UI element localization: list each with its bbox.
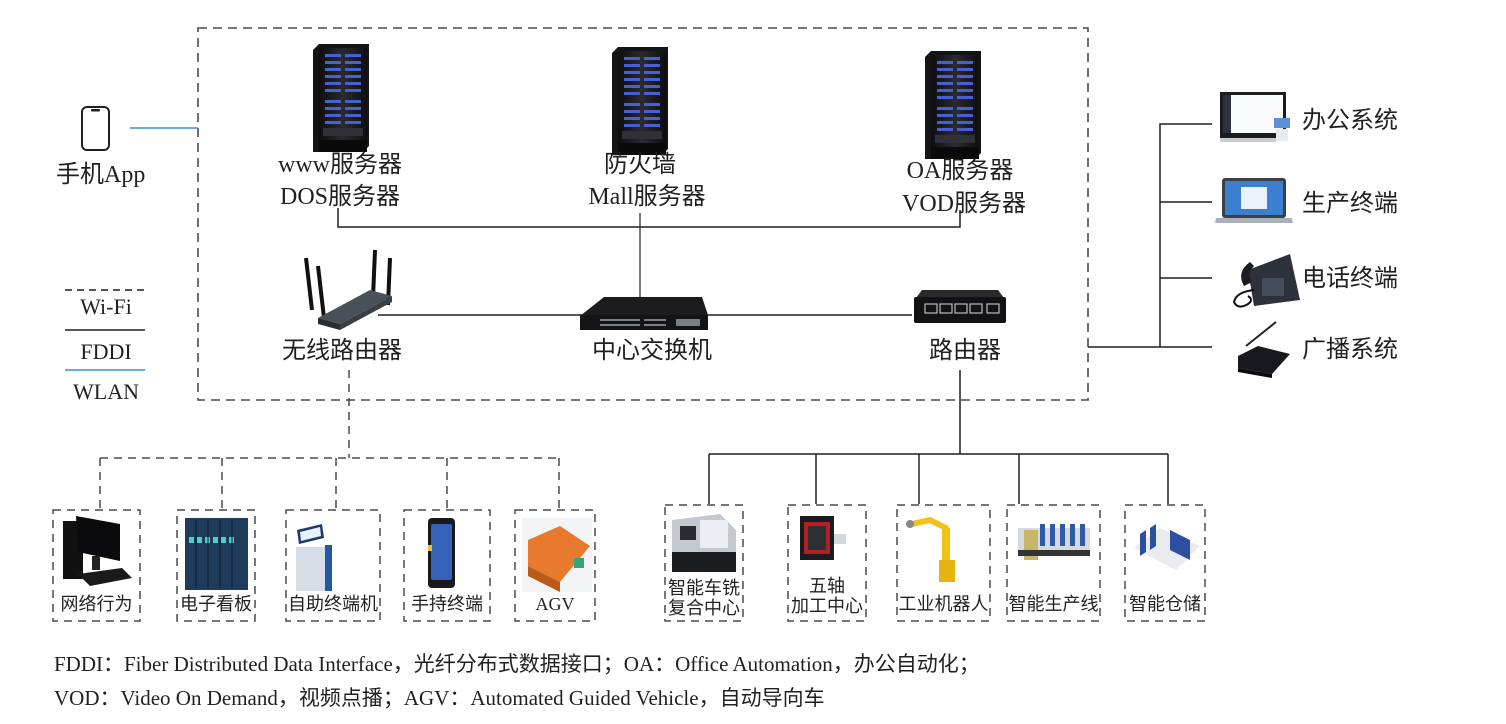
handheld-terminal-icon: [428, 518, 455, 588]
device-label-cnc-2: 复合中心: [668, 598, 740, 618]
office-monitor-icon: [1220, 92, 1290, 142]
server-web-label-1: www服务器: [278, 152, 402, 178]
desk-phone-icon: [1232, 254, 1300, 308]
fddi-tree-lines: [708, 370, 1169, 504]
device-label-e-board: 电子看板: [180, 594, 252, 614]
server-vod-label-2: VOD服务器: [902, 191, 1026, 217]
server-oa-label-1: OA服务器: [906, 158, 1014, 184]
wireless-router-icon: [304, 249, 392, 330]
device-label-five-axis-1: 五轴: [809, 576, 845, 596]
production-terminal-label: 生产终端: [1302, 191, 1398, 217]
server-web-label-2: DOS服务器: [279, 184, 400, 210]
five-axis-machine-icon: [800, 516, 846, 560]
footnote-line-1: FDDI：Fiber Distributed Data Interface，光纤…: [54, 652, 980, 676]
kiosk-icon: [296, 524, 332, 591]
broadcast-system-label: 广播系统: [1302, 337, 1398, 363]
phone-terminal-label: 电话终端: [1302, 266, 1398, 292]
legend-wifi-label: Wi-Fi: [80, 294, 132, 319]
server-rack-icon: [925, 51, 981, 159]
wifi-tree-lines: [99, 370, 560, 508]
device-label-five-axis-2: 加工中心: [791, 596, 863, 616]
network-switch-icon: [580, 297, 708, 330]
warehouse-icon: [1134, 524, 1200, 570]
device-label-production-line: 智能生产线: [1008, 594, 1099, 614]
smartphone-icon: [81, 106, 110, 151]
wireless-router-label: 无线路由器: [282, 338, 402, 364]
wireless-device-boxes: [52, 509, 596, 622]
server-rack-icon: [612, 47, 668, 155]
cnc-lathe-icon: [672, 514, 736, 572]
device-label-agv: AGV: [535, 594, 575, 614]
device-label-cnc-1: 智能车铣: [668, 578, 740, 598]
core-switch-label: 中心交换机: [592, 338, 712, 364]
office-system-label: 办公系统: [1302, 108, 1398, 134]
footnote-line-2: VOD：Video On Demand，视频点播；AGV：Automated G…: [54, 686, 825, 710]
industrial-robot-icon: [906, 516, 955, 582]
server-mall-label-2: Mall服务器: [588, 184, 706, 210]
device-label-warehouse: 智能仓储: [1129, 594, 1201, 614]
device-label-network-behavior: 网络行为: [60, 594, 133, 614]
broadcast-microphone-icon: [1238, 321, 1290, 378]
production-line-icon: [1018, 524, 1090, 560]
server-rack-icon: [313, 44, 369, 152]
office-bus-line: [1088, 123, 1212, 348]
device-label-kiosk: 自助终端机: [288, 594, 378, 614]
server-bus-line: [337, 208, 961, 228]
router-icon: [914, 290, 1006, 323]
desktop-computer-icon: [63, 516, 132, 586]
device-label-robot: 工业机器人: [898, 594, 989, 614]
agv-icon: [522, 518, 592, 592]
legend-wlan-label: WLAN: [73, 379, 139, 404]
device-label-handheld: 手持终端: [411, 594, 483, 614]
server-firewall-label-1: 防火墙: [604, 152, 676, 178]
legend-fddi-label: FDDI: [80, 339, 132, 364]
mobile-app-label: 手机App: [56, 162, 146, 188]
electronic-board-icon: [185, 518, 248, 590]
laptop-icon: [1215, 178, 1293, 223]
router-label: 路由器: [929, 338, 1001, 364]
production-device-boxes: [664, 504, 1206, 622]
